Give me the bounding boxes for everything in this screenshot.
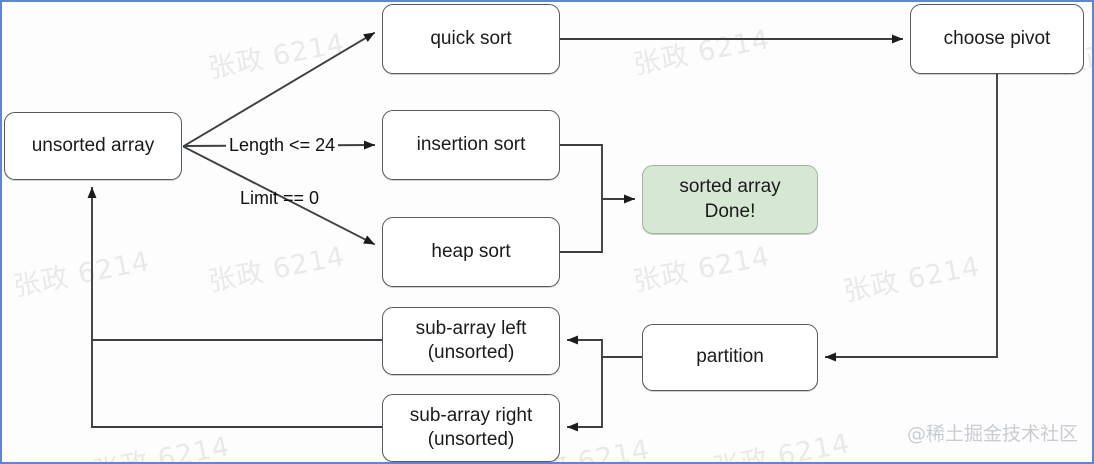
node-unsorted-array-label: unsorted array bbox=[31, 134, 155, 156]
node-quick-sort[interactable]: quick sort bbox=[382, 4, 560, 74]
edge-unsorted-to-quicksort bbox=[182, 31, 376, 148]
node-partition[interactable]: partition bbox=[642, 324, 818, 391]
node-insertion-sort[interactable]: insertion sort bbox=[382, 110, 560, 180]
node-choose-pivot-label: choose pivot bbox=[943, 27, 1051, 49]
edge-choosepivot-to-partition bbox=[825, 73, 998, 362]
node-sub-array-left[interactable]: sub-array left (unsorted) bbox=[382, 307, 560, 375]
node-sub-array-right-label: sub-array right (unsorted) bbox=[409, 404, 533, 450]
edge-label-length-condition: Length <= 24 bbox=[226, 135, 339, 156]
edge-partition-to-left bbox=[567, 335, 603, 358]
corner-watermark: @稀土掘金技术社区 bbox=[906, 423, 1078, 445]
node-quick-sort-label: quick sort bbox=[430, 27, 512, 49]
node-sorted-array-label: sorted array Done! bbox=[679, 176, 781, 222]
edge-unsorted-to-heapsort bbox=[182, 145, 376, 246]
node-sub-array-right[interactable]: sub-array right (unsorted) bbox=[382, 394, 560, 462]
edge-label-limit-condition: Limit == 0 bbox=[240, 188, 320, 208]
node-unsorted-array[interactable]: unsorted array bbox=[4, 112, 182, 180]
edge-insertionsort-merge bbox=[559, 144, 603, 200]
edge-partition-to-right bbox=[567, 356, 603, 432]
node-heap-sort[interactable]: heap sort bbox=[382, 217, 560, 287]
node-heap-sort-label: heap sort bbox=[431, 240, 511, 262]
node-choose-pivot[interactable]: choose pivot bbox=[910, 4, 1084, 74]
edge-heapsort-merge bbox=[559, 198, 603, 253]
node-sorted-array[interactable]: sorted array Done! bbox=[642, 165, 818, 234]
node-sub-array-left-label: sub-array left (unsorted) bbox=[415, 317, 527, 363]
node-partition-label: partition bbox=[696, 346, 764, 368]
node-insertion-sort-label: insertion sort bbox=[416, 133, 526, 155]
